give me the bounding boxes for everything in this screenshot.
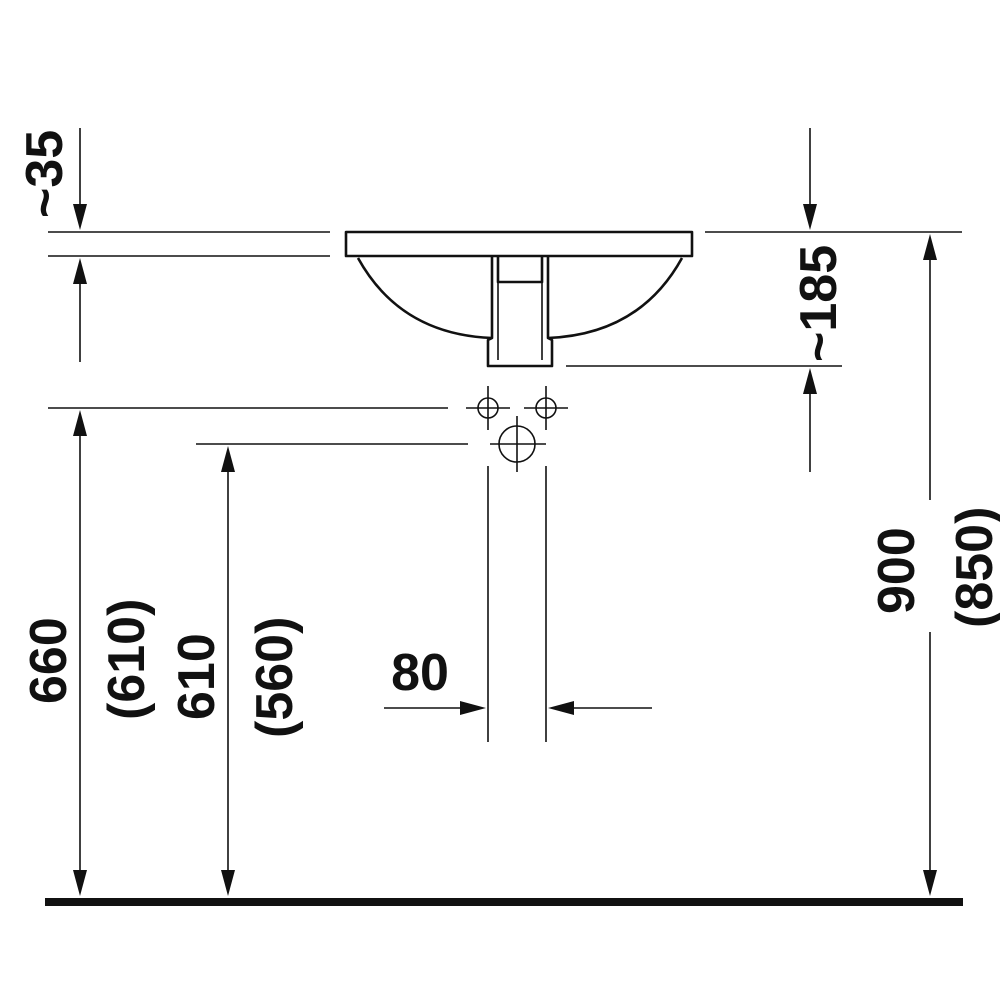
basin-drain-inner bbox=[496, 256, 544, 284]
dim-valve-height-label: 660 bbox=[20, 617, 78, 704]
basin-bowl bbox=[356, 257, 684, 340]
dim-valve-spacing: 80 bbox=[384, 644, 652, 715]
dim-valve-height: 660 (610) bbox=[20, 410, 156, 896]
dim-basin-depth: ~185 bbox=[790, 128, 848, 472]
basin-rim bbox=[344, 230, 694, 258]
left-valve-icon bbox=[466, 386, 510, 430]
dim-drain-height: 610 (560) bbox=[168, 446, 304, 896]
dim-drain-height-label: 610 bbox=[168, 633, 226, 720]
dim-valve-spacing-label: 80 bbox=[391, 644, 449, 702]
valve-symbols bbox=[466, 386, 568, 742]
dim-top-offset: ~35 bbox=[16, 128, 87, 362]
dim-total-height-label: 900 bbox=[868, 527, 926, 614]
basin-drain-edge bbox=[497, 282, 543, 360]
dim-total-height-alt-label: (850) bbox=[946, 507, 1000, 628]
dim-basin-depth-label: ~185 bbox=[790, 245, 848, 362]
dim-top-offset-label: ~35 bbox=[16, 130, 74, 218]
basin-drain-column bbox=[486, 256, 554, 368]
dim-drain-height-alt-label: (560) bbox=[246, 617, 304, 738]
right-valve-icon bbox=[524, 386, 568, 430]
extension-lines bbox=[48, 231, 962, 445]
basin-body bbox=[344, 230, 694, 368]
drain-outlet-icon bbox=[490, 416, 546, 472]
floor-line bbox=[45, 898, 963, 906]
dim-total-height: 900 (850) bbox=[868, 234, 1000, 896]
dim-valve-height-alt-label: (610) bbox=[98, 599, 156, 720]
